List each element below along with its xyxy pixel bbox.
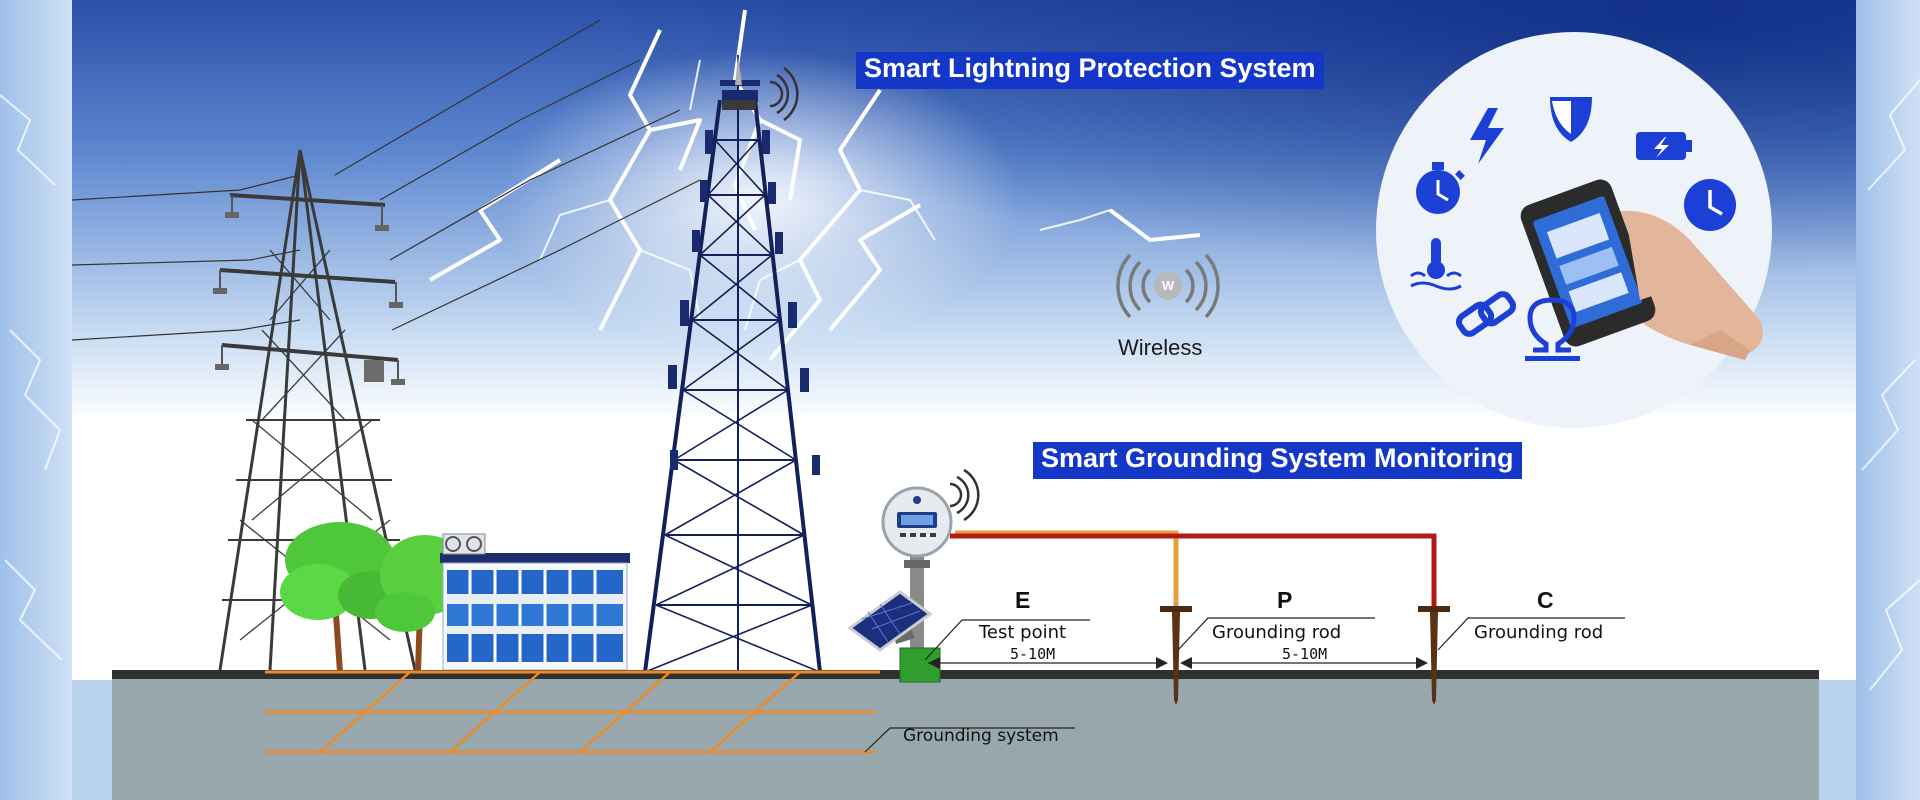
lightning-bolts xyxy=(429,9,1201,362)
dimension-arrows xyxy=(928,657,1428,669)
right-border-panel xyxy=(1856,0,1920,800)
thermometer-icon xyxy=(1410,238,1462,291)
grounding-rod-c-label: Grounding rod xyxy=(1474,622,1604,643)
lightning-icon xyxy=(1470,108,1504,164)
grounding-title-banner: Smart Grounding System Monitoring xyxy=(1033,442,1522,479)
current-wire xyxy=(950,533,1437,612)
grounding-system-label: Grounding system xyxy=(903,726,1059,746)
grounding-rods xyxy=(1160,606,1450,705)
monitoring-device xyxy=(847,468,980,683)
feature-icons xyxy=(1410,97,1736,361)
wireless-symbol xyxy=(1116,253,1220,319)
distance-e-p: 5-10M xyxy=(1010,645,1056,663)
grounding-system-leader xyxy=(864,727,1075,753)
point-c-letter: C xyxy=(1537,587,1554,613)
wireless-badge: W xyxy=(1161,278,1175,293)
lightning-rod xyxy=(735,55,742,85)
lightning-title-banner: Smart Lightning Protection System xyxy=(856,52,1324,89)
link-icon xyxy=(1455,291,1517,337)
test-point-label: Test point xyxy=(979,622,1067,643)
smartphone-in-hand xyxy=(1520,179,1763,360)
clock-icon xyxy=(1684,179,1736,231)
side-lightning-decor xyxy=(0,79,1920,691)
grounding-rod-p-label: Grounding rod xyxy=(1212,622,1342,643)
pylon-insulators xyxy=(213,212,405,385)
transformer-box xyxy=(364,360,384,382)
communication-tower xyxy=(643,55,822,673)
potential-wire xyxy=(955,530,1179,612)
point-e-letter: E xyxy=(1015,587,1031,613)
point-p-letter: P xyxy=(1277,587,1293,613)
label-leaders xyxy=(924,617,1625,661)
grounding-grid xyxy=(265,671,875,754)
battery-icon xyxy=(1636,132,1692,160)
tower-wireless-icon xyxy=(769,66,799,122)
wireless-label: Wireless xyxy=(1118,335,1203,360)
soil xyxy=(112,677,1819,800)
left-border-panel xyxy=(0,0,72,800)
distance-p-c: 5-10M xyxy=(1282,645,1328,663)
ohm-icon xyxy=(1525,297,1580,361)
ground-surface xyxy=(112,670,1819,679)
tower-solar-panel xyxy=(722,100,756,110)
tower-antennas xyxy=(668,80,820,475)
stopwatch-icon xyxy=(1416,162,1465,214)
equipment-shelter xyxy=(440,533,630,671)
